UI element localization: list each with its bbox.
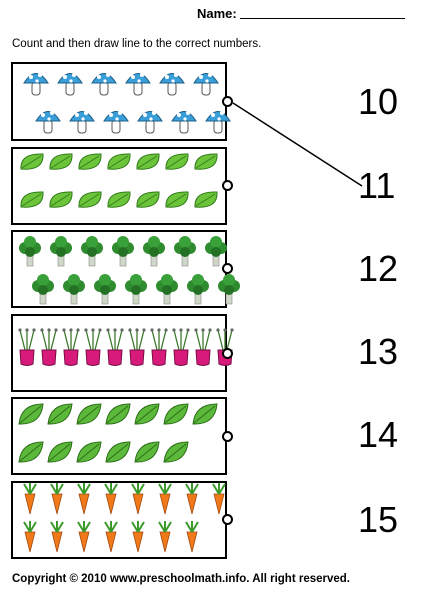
flower-pot-icon xyxy=(150,328,168,366)
leaf-icon xyxy=(134,441,160,463)
spinach-icon xyxy=(187,274,209,305)
spinach-icon xyxy=(50,236,72,267)
flower-pot-icon xyxy=(62,328,80,366)
spinach-icon xyxy=(218,274,240,305)
green-leaf-icon xyxy=(107,153,131,170)
spinach-icon xyxy=(112,236,134,267)
name-field-line[interactable] xyxy=(240,18,405,19)
spinach-icon xyxy=(32,274,54,305)
leaf-icon xyxy=(134,403,160,425)
green-leaf-icon xyxy=(136,153,160,170)
flower-pot-icon xyxy=(106,328,124,366)
flower-pot-icon xyxy=(216,328,234,366)
spinach-icon xyxy=(125,274,147,305)
number-10[interactable]: 10 xyxy=(358,81,399,122)
mushroom-icon xyxy=(35,111,61,134)
carrot-icon xyxy=(104,521,118,553)
flower-pot-icon xyxy=(172,328,190,366)
carrot-icon xyxy=(131,521,145,553)
carrot-icon xyxy=(77,483,91,515)
leaf-icon xyxy=(18,441,44,463)
green-leaf-icon xyxy=(165,191,189,208)
leaf-icon xyxy=(192,403,218,425)
mushroom-icon xyxy=(69,111,95,134)
carrot-icon xyxy=(185,521,199,553)
number-13[interactable]: 13 xyxy=(358,331,399,372)
green-leaf-icon xyxy=(136,191,160,208)
copyright: Copyright © 2010 www.preschoolmath.info.… xyxy=(12,573,350,585)
green-leaf-icon xyxy=(78,153,102,170)
name-label: Name: xyxy=(197,6,237,21)
spinach-icon xyxy=(19,236,41,267)
spinach-icon xyxy=(81,236,103,267)
number-12[interactable]: 12 xyxy=(358,248,399,289)
carrot-icon xyxy=(185,483,199,515)
leaf-icon xyxy=(76,403,102,425)
flower-pot-icon xyxy=(194,328,212,366)
carrot-icon xyxy=(104,483,118,515)
mushroom-icon xyxy=(91,73,117,96)
spinach-icon xyxy=(174,236,196,267)
carrot-icon xyxy=(77,521,91,553)
instructions: Count and then draw line to the correct … xyxy=(12,38,262,50)
flower-pot-icon xyxy=(18,328,36,366)
leaf-icon xyxy=(163,403,189,425)
connector-dot-row-3[interactable] xyxy=(222,263,233,274)
green-leaf-icon xyxy=(49,191,73,208)
connector-dot-row-4[interactable] xyxy=(222,348,233,359)
flower-pot-icon xyxy=(40,328,58,366)
leaf-icon xyxy=(76,441,102,463)
mushroom-icon xyxy=(137,111,163,134)
leaf-icon xyxy=(105,403,131,425)
mushroom-icon xyxy=(205,111,231,134)
connector-dot-row-2[interactable] xyxy=(222,180,233,191)
green-leaf-icon xyxy=(78,191,102,208)
number-11[interactable]: 11 xyxy=(358,165,396,206)
carrot-icon xyxy=(212,483,226,515)
connector-dot-row-1[interactable] xyxy=(222,96,233,107)
carrot-icon xyxy=(158,483,172,515)
green-leaf-icon xyxy=(49,153,73,170)
carrot-icon xyxy=(158,521,172,553)
carrot-icon xyxy=(50,483,64,515)
carrot-icon xyxy=(23,483,37,515)
number-14[interactable]: 14 xyxy=(358,414,399,455)
spinach-icon xyxy=(205,236,227,267)
mushroom-icon xyxy=(57,73,83,96)
connector-dot-row-5[interactable] xyxy=(222,431,233,442)
mushroom-icon xyxy=(159,73,185,96)
green-leaf-icon xyxy=(107,191,131,208)
spinach-icon xyxy=(156,274,178,305)
spinach-icon xyxy=(143,236,165,267)
connector-dot-row-6[interactable] xyxy=(222,514,233,525)
spinach-icon xyxy=(63,274,85,305)
green-leaf-icon xyxy=(194,153,218,170)
mushroom-icon xyxy=(103,111,129,134)
carrot-icon xyxy=(23,521,37,553)
spinach-icon xyxy=(94,274,116,305)
number-15[interactable]: 15 xyxy=(358,499,399,540)
leaf-icon xyxy=(163,441,189,463)
green-leaf-icon xyxy=(165,153,189,170)
green-leaf-icon xyxy=(20,153,44,170)
leaf-icon xyxy=(47,403,73,425)
flower-pot-icon xyxy=(84,328,102,366)
mushroom-icon xyxy=(23,73,49,96)
mushroom-icon xyxy=(125,73,151,96)
carrot-icon xyxy=(131,483,145,515)
carrot-icon xyxy=(50,521,64,553)
mushroom-icon xyxy=(193,73,219,96)
green-leaf-icon xyxy=(194,191,218,208)
mushroom-icon xyxy=(171,111,197,134)
leaf-icon xyxy=(18,403,44,425)
flower-pot-icon xyxy=(128,328,146,366)
green-leaf-icon xyxy=(20,191,44,208)
leaf-icon xyxy=(47,441,73,463)
leaf-icon xyxy=(105,441,131,463)
